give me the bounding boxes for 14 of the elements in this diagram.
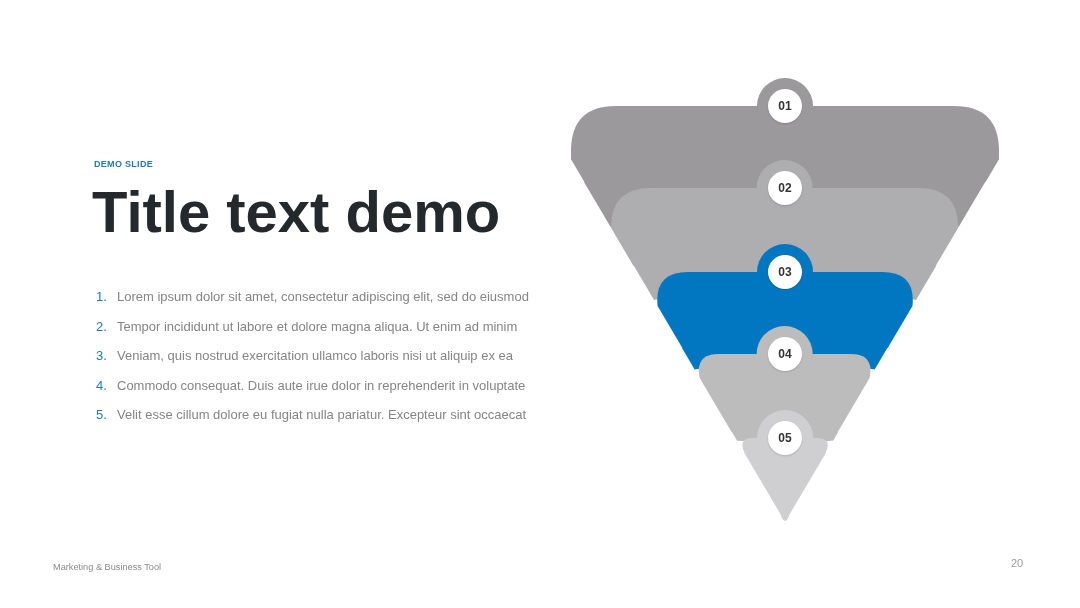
list-number: 2.	[96, 318, 107, 335]
list-item-text: Tempor incididunt ut labore et dolore magna aliqua. Ut enim ad minim	[117, 318, 518, 335]
list-number: 3.	[96, 348, 107, 365]
slide-title: Title text demo	[92, 183, 501, 241]
list-item-text: Veniam, quis nostrud exercitation ullamco laboris nisi ut aliquip ex ea	[117, 348, 513, 365]
list-number: 1.	[96, 289, 107, 305]
section-label: DEMO SLIDE	[94, 159, 153, 169]
list-item-text: Lorem ipsum dolor sit amet, consectetur adipiscing elit, sed do eiusmod	[117, 289, 529, 305]
list-item-text: Commodo consequat. Duis aute irue dolor in reprehenderit in voluptate	[117, 377, 526, 394]
footer-tagline: Marketing & Business Tool	[53, 562, 162, 573]
list-number: 4.	[96, 377, 107, 394]
page-number: 20	[1011, 557, 1024, 570]
list-item-text: Velit esse cillum dolore eu fugiat nulla pariatur. Excepteur sint occaecat	[117, 407, 526, 424]
list-number: 5.	[96, 407, 107, 424]
